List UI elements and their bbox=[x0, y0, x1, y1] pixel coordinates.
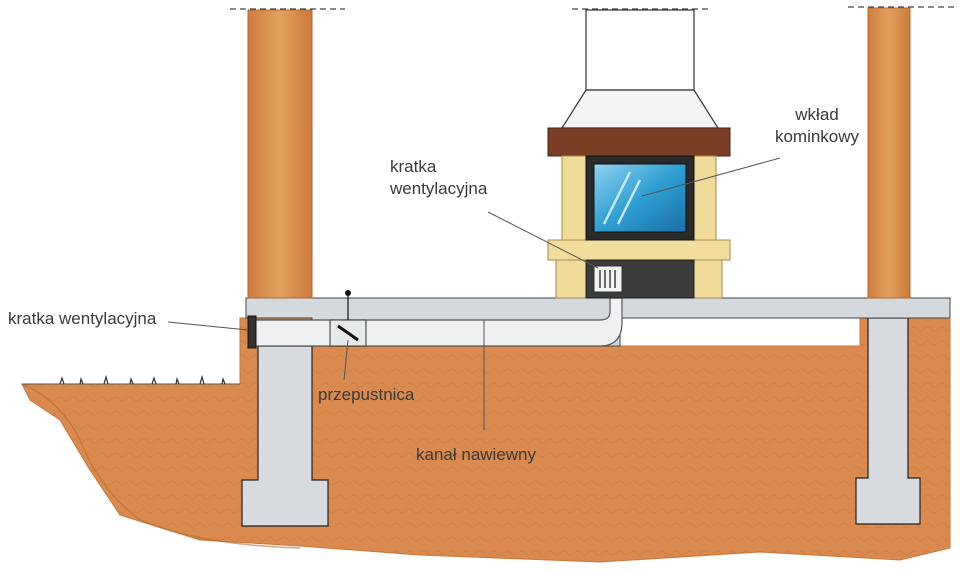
supply-duct-label: kanał nawiewny bbox=[416, 445, 537, 464]
left-brick-column bbox=[247, 9, 313, 299]
side-vent-grille bbox=[247, 315, 257, 349]
vent-grille-top-label-line2: wentylacyjna bbox=[390, 179, 488, 198]
leader-damper bbox=[343, 339, 349, 381]
fireplace-insert-label-line1: wkład bbox=[795, 105, 839, 124]
leader-lines bbox=[167, 157, 781, 430]
soil-edge bbox=[21, 383, 301, 549]
damper-label: przepustnica bbox=[318, 385, 415, 404]
fireplace-vent-grille bbox=[593, 265, 623, 293]
right-foundation bbox=[855, 317, 921, 525]
fireplace-insert-label-line2: kominkowy bbox=[774, 127, 860, 146]
fireplace-insert bbox=[585, 155, 695, 241]
grass-line bbox=[22, 374, 240, 385]
fireplace-insert-label: wkład kominkowy bbox=[772, 104, 862, 148]
right-brick-column bbox=[867, 7, 911, 299]
leader-fireplace-insert bbox=[641, 157, 781, 197]
chimney-hood bbox=[560, 8, 720, 129]
left-foundation bbox=[241, 345, 329, 527]
leader-vent-grille-top bbox=[487, 211, 599, 269]
mantel bbox=[547, 127, 731, 157]
leader-vent-grille-side bbox=[167, 321, 249, 331]
vent-grille-top-label-line1: kratka bbox=[390, 157, 437, 176]
vent-grille-side-label: kratka wentylacyjna bbox=[8, 309, 157, 328]
vent-grille-top-label: kratka wentylacyjna bbox=[390, 156, 487, 200]
soil bbox=[21, 317, 951, 563]
